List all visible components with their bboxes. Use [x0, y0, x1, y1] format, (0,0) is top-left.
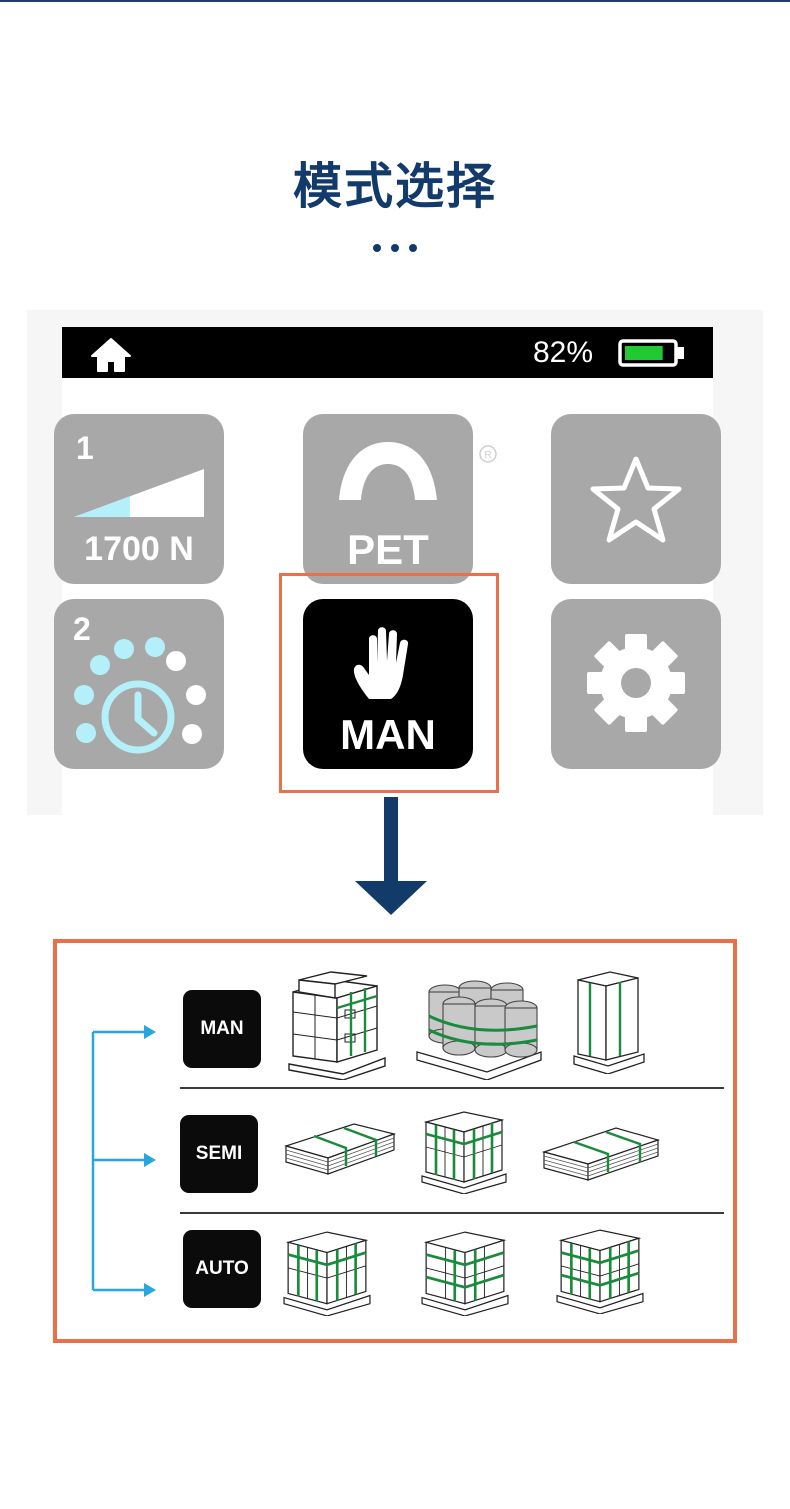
- row-divider: [180, 1087, 724, 1089]
- cube-boxes-pallet-image: [556, 1229, 644, 1314]
- mode-badge-man[interactable]: MAN: [183, 990, 261, 1068]
- star-icon: [590, 456, 682, 543]
- cube-boxes-pallet-image: [421, 1231, 509, 1316]
- battery-fill: [625, 346, 663, 360]
- mode-badge-semi[interactable]: SEMI: [180, 1115, 258, 1193]
- favorites-tile[interactable]: [551, 414, 721, 584]
- program-2-tile[interactable]: 2: [54, 599, 224, 769]
- stacked-boxes-pallet-image: [288, 971, 386, 1080]
- force-gauge-fill: [74, 496, 130, 517]
- status-bar: [62, 327, 713, 378]
- hand-icon: [353, 627, 409, 699]
- page-title: 模式选择: [292, 158, 497, 215]
- cube-boxes-pallet-image: [283, 1231, 371, 1316]
- battery-icon: [618, 339, 684, 367]
- timer-cycle-icon: [74, 637, 206, 754]
- mode-connector-lines: [91, 1025, 156, 1297]
- program-1-number: 1: [76, 430, 94, 466]
- mode-badge-auto[interactable]: AUTO: [183, 1230, 261, 1308]
- pet-tile[interactable]: PET: [303, 414, 473, 584]
- gear-icon: [587, 634, 685, 732]
- program-1-value: 1700 N: [84, 530, 194, 568]
- settings-tile[interactable]: [551, 599, 721, 769]
- down-arrow-icon: [355, 797, 427, 915]
- registered-mark: R: [479, 445, 497, 463]
- selection-highlight: [279, 573, 499, 793]
- home-icon[interactable]: [90, 337, 132, 373]
- program-1-tile[interactable]: 1 1700 N: [54, 414, 224, 584]
- battery-percent: 82%: [533, 336, 594, 369]
- flat-sheets-pallet-image: [542, 1127, 660, 1181]
- pet-strap-icon: [339, 442, 437, 500]
- manual-mode-tile[interactable]: MAN: [303, 599, 473, 769]
- tall-package-pallet-image: [573, 971, 645, 1074]
- cube-boxes-pallet-image: [421, 1111, 507, 1194]
- flat-sheets-pallet-image: [284, 1123, 396, 1175]
- svg-text:R: R: [484, 450, 491, 461]
- row-divider: [180, 1212, 724, 1214]
- force-gauge-icon: [74, 469, 204, 517]
- barrels-pallet-image: [416, 980, 542, 1080]
- title-dots: [373, 244, 417, 254]
- program-2-number: 2: [73, 611, 91, 647]
- manual-mode-label: MAN: [340, 711, 436, 758]
- top-rule: [0, 0, 790, 2]
- pet-label: PET: [347, 526, 429, 573]
